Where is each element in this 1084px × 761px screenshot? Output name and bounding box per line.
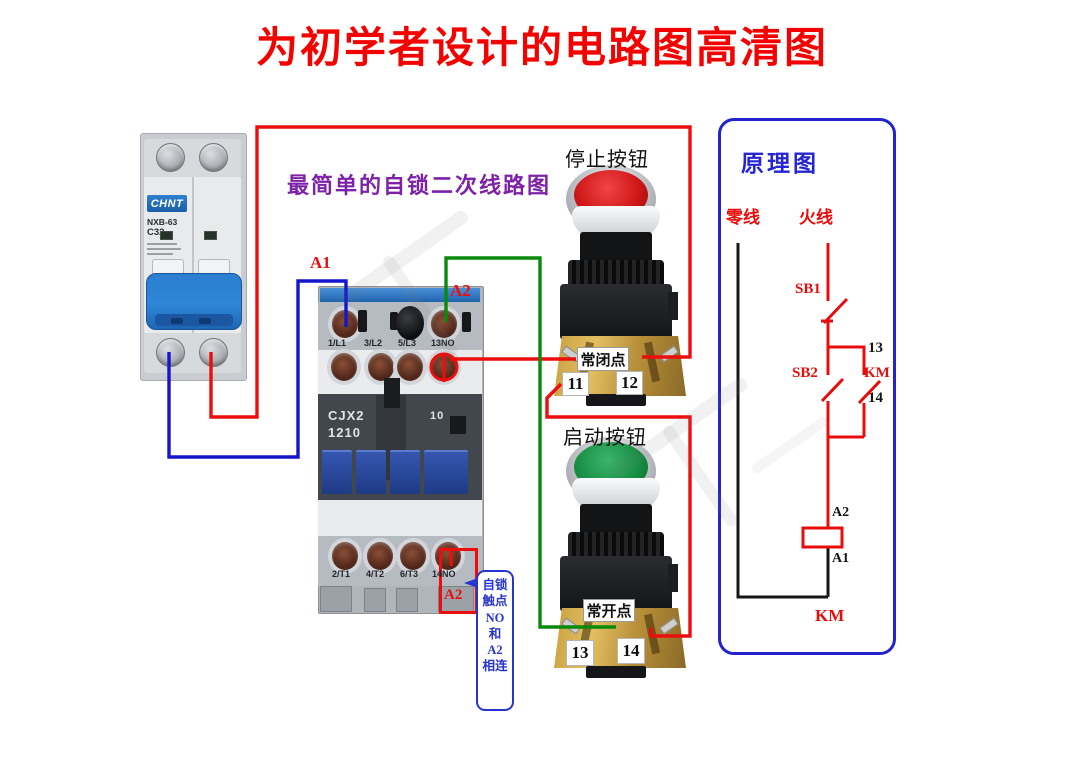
contactor-blue-tab (356, 450, 386, 494)
breaker-toggle-lip (155, 314, 233, 326)
contactor-foot (396, 588, 418, 612)
schematic-title: 原理图 (741, 151, 819, 176)
contactor-center-knob (384, 378, 400, 408)
breaker-toggle-slot (171, 318, 183, 324)
start-button-terminal-13: 13 (566, 640, 594, 666)
stop-button-terminal-11: 11 (562, 372, 589, 396)
schematic-km-coil-label: KM (815, 606, 845, 625)
contactor-terminal-5L3-screw (397, 353, 423, 381)
callout-line: 和 (488, 626, 502, 641)
schematic-coil-a1-label: A1 (832, 551, 850, 566)
stop-button-housing (560, 284, 672, 340)
contactor-aux-code: 10 (430, 410, 445, 422)
contactor-terminal-13NO-screw (431, 353, 457, 381)
contactor-blue-tab (322, 450, 352, 494)
contactor-top-tab (462, 312, 471, 332)
stop-button-label: 停止按钮 (565, 149, 649, 171)
contactor-terminal-4T2-screw (367, 542, 393, 570)
breaker-status-window-right (204, 231, 217, 240)
contactor-foot (320, 586, 352, 612)
schematic-coil-a2-label: A2 (832, 505, 850, 520)
contactor-blue-tab (390, 450, 420, 494)
contactor-label-6T3: 6/T3 (400, 569, 419, 579)
start-button-label: 启动按钮 (563, 427, 647, 449)
contactor-center-cover (396, 306, 424, 340)
stop-button-terminal-12: 12 (616, 371, 643, 395)
schematic-sb1-label: SB1 (795, 281, 821, 297)
contactor-terminal-6T3-screw (400, 542, 426, 570)
breaker-screw-top-left (156, 143, 185, 172)
schematic-live-label: 火线 (799, 208, 833, 227)
contactor-label-13NO: 13NO (431, 338, 455, 348)
contactor-terminal-2T1-screw (332, 542, 358, 570)
contactor-label-5L3: 5/L3 (398, 338, 417, 348)
breaker-rating-text: C32 (147, 227, 165, 238)
callout-line: 相连 (482, 659, 508, 674)
contactor-model-line1: CJX2 (328, 408, 365, 423)
breaker-fineprint-line (147, 248, 181, 250)
selflock-callout-bubble: 自锁 触点 NO 和 A2 相连 (476, 570, 514, 711)
contactor-label-4T2: 4/T2 (366, 569, 385, 579)
page-title: 为初学者设计的电路图高清图 (255, 26, 828, 72)
breaker-screw-top-right (199, 143, 228, 172)
contactor-label-14NO: 14NO (432, 569, 456, 579)
contactor-aux-window (450, 416, 466, 434)
schematic-neutral-label: 零线 (726, 208, 760, 227)
start-button-terminal-14: 14 (617, 638, 645, 664)
schematic-terminal-14: 14 (868, 390, 883, 406)
contactor-top-tab (358, 310, 367, 332)
contactor-terminal-1L1-screw (331, 353, 357, 381)
contactor-blue-tab (424, 450, 468, 494)
stop-button-foot (586, 394, 646, 406)
breaker-status-window-left (160, 231, 173, 240)
breaker-pole-divider (192, 177, 194, 333)
wire-label-a2: A2 (450, 281, 471, 300)
contactor-coil-terminal-a1-screw (332, 310, 358, 338)
contactor-model-line2: 1210 (328, 425, 361, 440)
start-button-contact-chip: 常开点 (583, 599, 635, 622)
contactor-terminal-3L2-screw (368, 353, 394, 381)
subtitle: 最简单的自锁二次线路图 (287, 173, 552, 198)
breaker-screw-bottom-left (156, 338, 185, 367)
callout-line: NO (485, 610, 505, 625)
callout-line: 自锁 (482, 578, 508, 592)
contactor-foot (364, 588, 386, 612)
circuit-breaker: CHNT NXB-63 C32 (140, 133, 247, 381)
start-button-foot (586, 666, 646, 678)
breaker-fineprint-line (147, 243, 177, 245)
start-button-latch (668, 564, 678, 592)
contactor-lower-band (318, 500, 482, 536)
breaker-toggle-slot (199, 318, 211, 324)
breaker-brand-logo: CHNT (147, 195, 187, 212)
selflock-box-a2-label: A2 (444, 587, 463, 603)
breaker-screw-bottom-right (199, 338, 228, 367)
schematic-terminal-13: 13 (868, 340, 883, 356)
contactor-label-2T1: 2/T1 (332, 569, 351, 579)
contactor-label-1L1: 1/L1 (328, 338, 347, 348)
breaker-model-text: NXB-63 (147, 217, 178, 227)
breaker-fineprint-line (147, 253, 173, 255)
contactor-label-3L2: 3/L2 (364, 338, 383, 348)
contactor-coil-terminal-a2-screw (431, 310, 457, 338)
callout-line: A2 (487, 643, 503, 657)
schematic-km-aux-label: KM (864, 365, 890, 381)
stop-button-latch (668, 292, 678, 320)
callout-line: 触点 (482, 594, 508, 609)
breaker-toggle-handle[interactable] (146, 273, 242, 330)
schematic-panel (718, 118, 896, 655)
wire-label-a1: A1 (310, 253, 331, 272)
schematic-sb2-label: SB2 (792, 365, 818, 381)
stop-button-contact-chip: 常闭点 (577, 347, 629, 371)
